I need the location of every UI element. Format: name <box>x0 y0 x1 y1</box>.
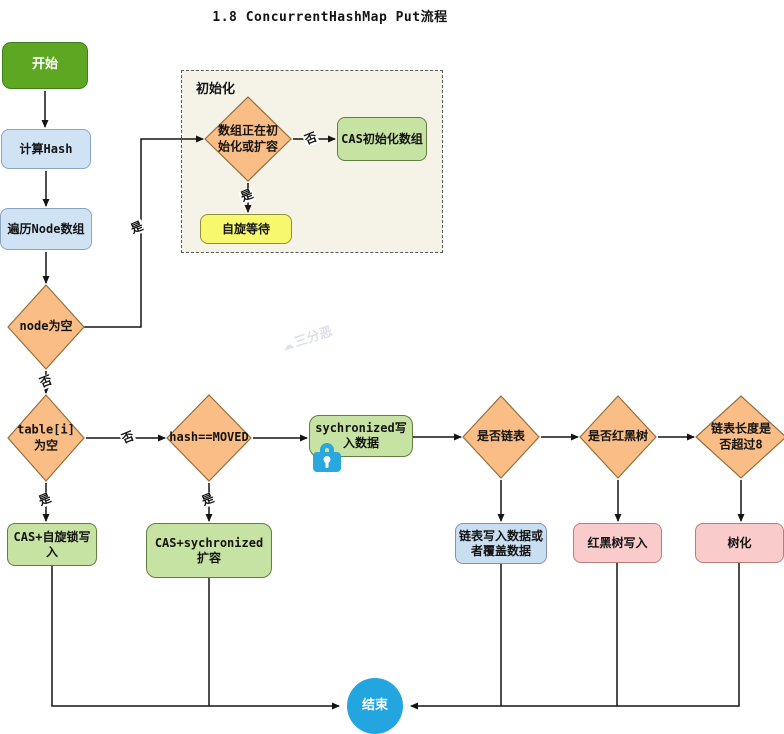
start-node: 开始 <box>2 42 88 89</box>
edge-treeify-to-end <box>410 563 740 710</box>
init-check-diamond-shape <box>204 96 292 182</box>
hash-moved-diamond-shape <box>166 394 252 482</box>
edge-cas-spin-write-to-end <box>51 566 340 710</box>
table-empty-diamond-label: table[i]为空 <box>17 422 75 452</box>
is-list-diamond-shape <box>462 395 540 479</box>
traverse-node-array-node: 遍历Node数组 <box>0 208 92 250</box>
calc-hash-node: 计算Hash <box>1 129 91 169</box>
init-check-diamond-label: 数组正在初始化或扩容 <box>217 123 278 153</box>
rbtree-write-node: 红黑树写入 <box>573 523 662 563</box>
node-empty-diamond-shape <box>7 284 85 370</box>
list-len-diamond-label: 链表长度是否超过8 <box>710 421 771 451</box>
init-group-label: 初始化 <box>196 82 236 97</box>
list-write-node: 链表写入数据或者覆盖数据 <box>455 523 547 564</box>
edge-node-empty-to-init-check <box>84 135 204 328</box>
page-title: 1.8 ConcurrentHashMap Put流程 <box>212 10 448 25</box>
treeify-node: 树化 <box>695 523 784 563</box>
hash-moved-diamond-label: hash==MOVED <box>169 430 249 445</box>
cas-init-node: CAS初始化数组 <box>337 117 427 161</box>
is-rbtree-diamond-label: 是否红黑树 <box>587 429 649 444</box>
table-empty-diamond-shape <box>7 394 85 482</box>
lock-shackle <box>320 443 334 456</box>
spin-wait-node: 自旋等待 <box>200 214 292 244</box>
list-len-diamond-shape <box>695 395 784 479</box>
cas-sync-expand-node: CAS+sychronized扩容 <box>146 523 272 578</box>
is-rbtree-diamond-shape <box>579 395 657 479</box>
end-node: 结束 <box>347 678 403 734</box>
lock-keyslot <box>325 461 329 468</box>
lock-keyhole <box>323 456 331 463</box>
cas-spin-write-node: CAS+自旋锁写入 <box>7 523 97 566</box>
lock-body <box>313 452 341 472</box>
is-list-diamond-label: 是否链表 <box>476 429 526 444</box>
node-empty-diamond-label: node为空 <box>19 319 73 334</box>
lock-icon <box>313 443 341 473</box>
